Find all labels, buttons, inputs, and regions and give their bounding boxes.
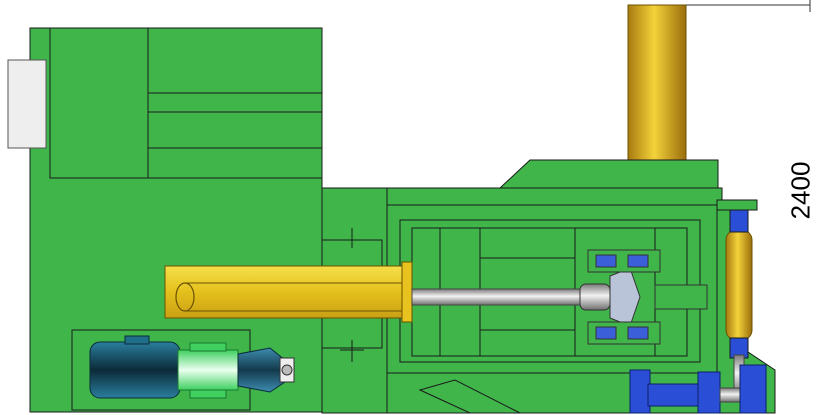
motor-assembly: [71, 329, 295, 411]
horizontal-cylinder: [164, 261, 413, 323]
ram-head: [579, 249, 708, 345]
vertical-cylinder: [627, 0, 811, 166]
dimension-label: 2400: [786, 150, 816, 230]
dimension-label-text: 2400: [785, 161, 816, 219]
electric-motor-icon: [89, 341, 181, 399]
hydraulic-pump: [237, 347, 286, 393]
side-panel: [7, 59, 47, 149]
main-frame: [29, 27, 776, 414]
bearing-block-icon: [629, 364, 767, 414]
side-cylinder: [725, 209, 753, 396]
right-guide-frame: [716, 199, 758, 211]
coupling-housing: [177, 349, 239, 391]
piston-rod: [411, 288, 581, 306]
